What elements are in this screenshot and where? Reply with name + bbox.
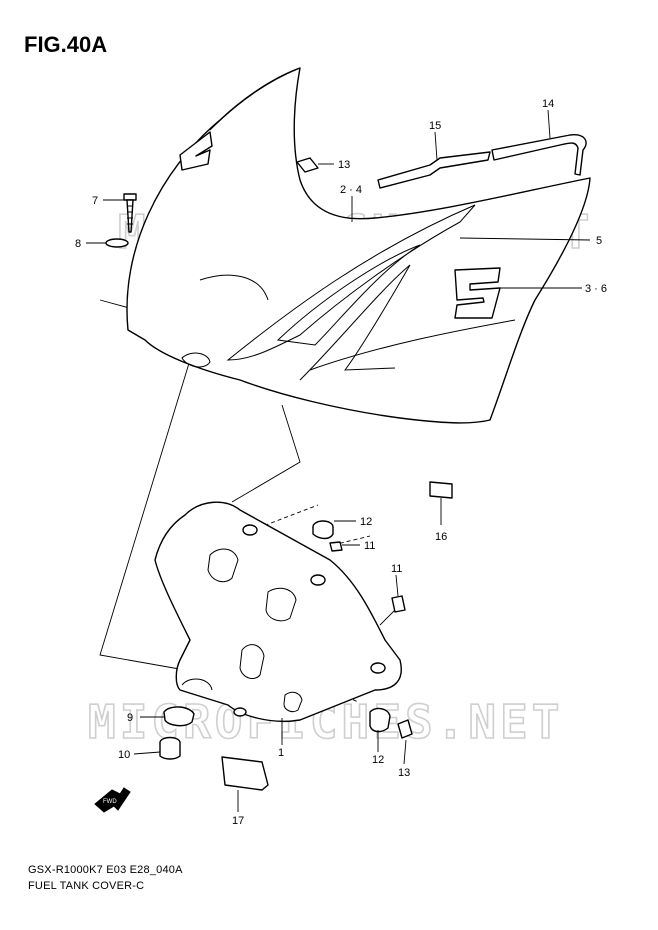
callout-13-top: 13 <box>338 159 350 171</box>
callout-numbers: 7 8 13 15 14 2 · 4 5 3 · 6 16 12 11 11 9… <box>75 98 607 827</box>
figure-title: FIG.40A <box>24 32 108 57</box>
callout-5: 5 <box>596 235 602 247</box>
small-parts-bottom <box>159 481 453 791</box>
fuel-tank-cover <box>126 67 591 424</box>
callout-9: 9 <box>127 712 133 724</box>
callout-8: 8 <box>75 238 81 250</box>
trim-strips <box>377 134 587 189</box>
callout-17: 17 <box>232 815 244 827</box>
callout-12-bottom: 12 <box>372 754 384 766</box>
callout-11-right: 11 <box>391 563 402 575</box>
fuel-tank-bracket <box>154 501 402 722</box>
callout-leaders <box>86 109 591 812</box>
fwd-label: FWD <box>103 799 117 805</box>
callout-12-top: 12 <box>360 516 372 528</box>
callout-11-left: 11 <box>364 540 375 552</box>
fwd-arrow-icon: FWD <box>94 787 131 813</box>
callout-7: 7 <box>92 195 98 207</box>
callout-13-bottom: 13 <box>398 767 410 779</box>
callout-15: 15 <box>429 120 441 132</box>
callout-10: 10 <box>118 749 130 761</box>
callout-3-6: 3 · 6 <box>585 283 607 295</box>
callout-16: 16 <box>435 531 447 543</box>
callout-2-4: 2 · 4 <box>340 184 362 196</box>
model-code: GSX-R1000K7 E03 E28_040A <box>28 864 183 876</box>
callout-1: 1 <box>278 747 284 759</box>
callout-14: 14 <box>542 98 554 110</box>
figure-caption: FUEL TANK COVER-C <box>28 880 145 892</box>
